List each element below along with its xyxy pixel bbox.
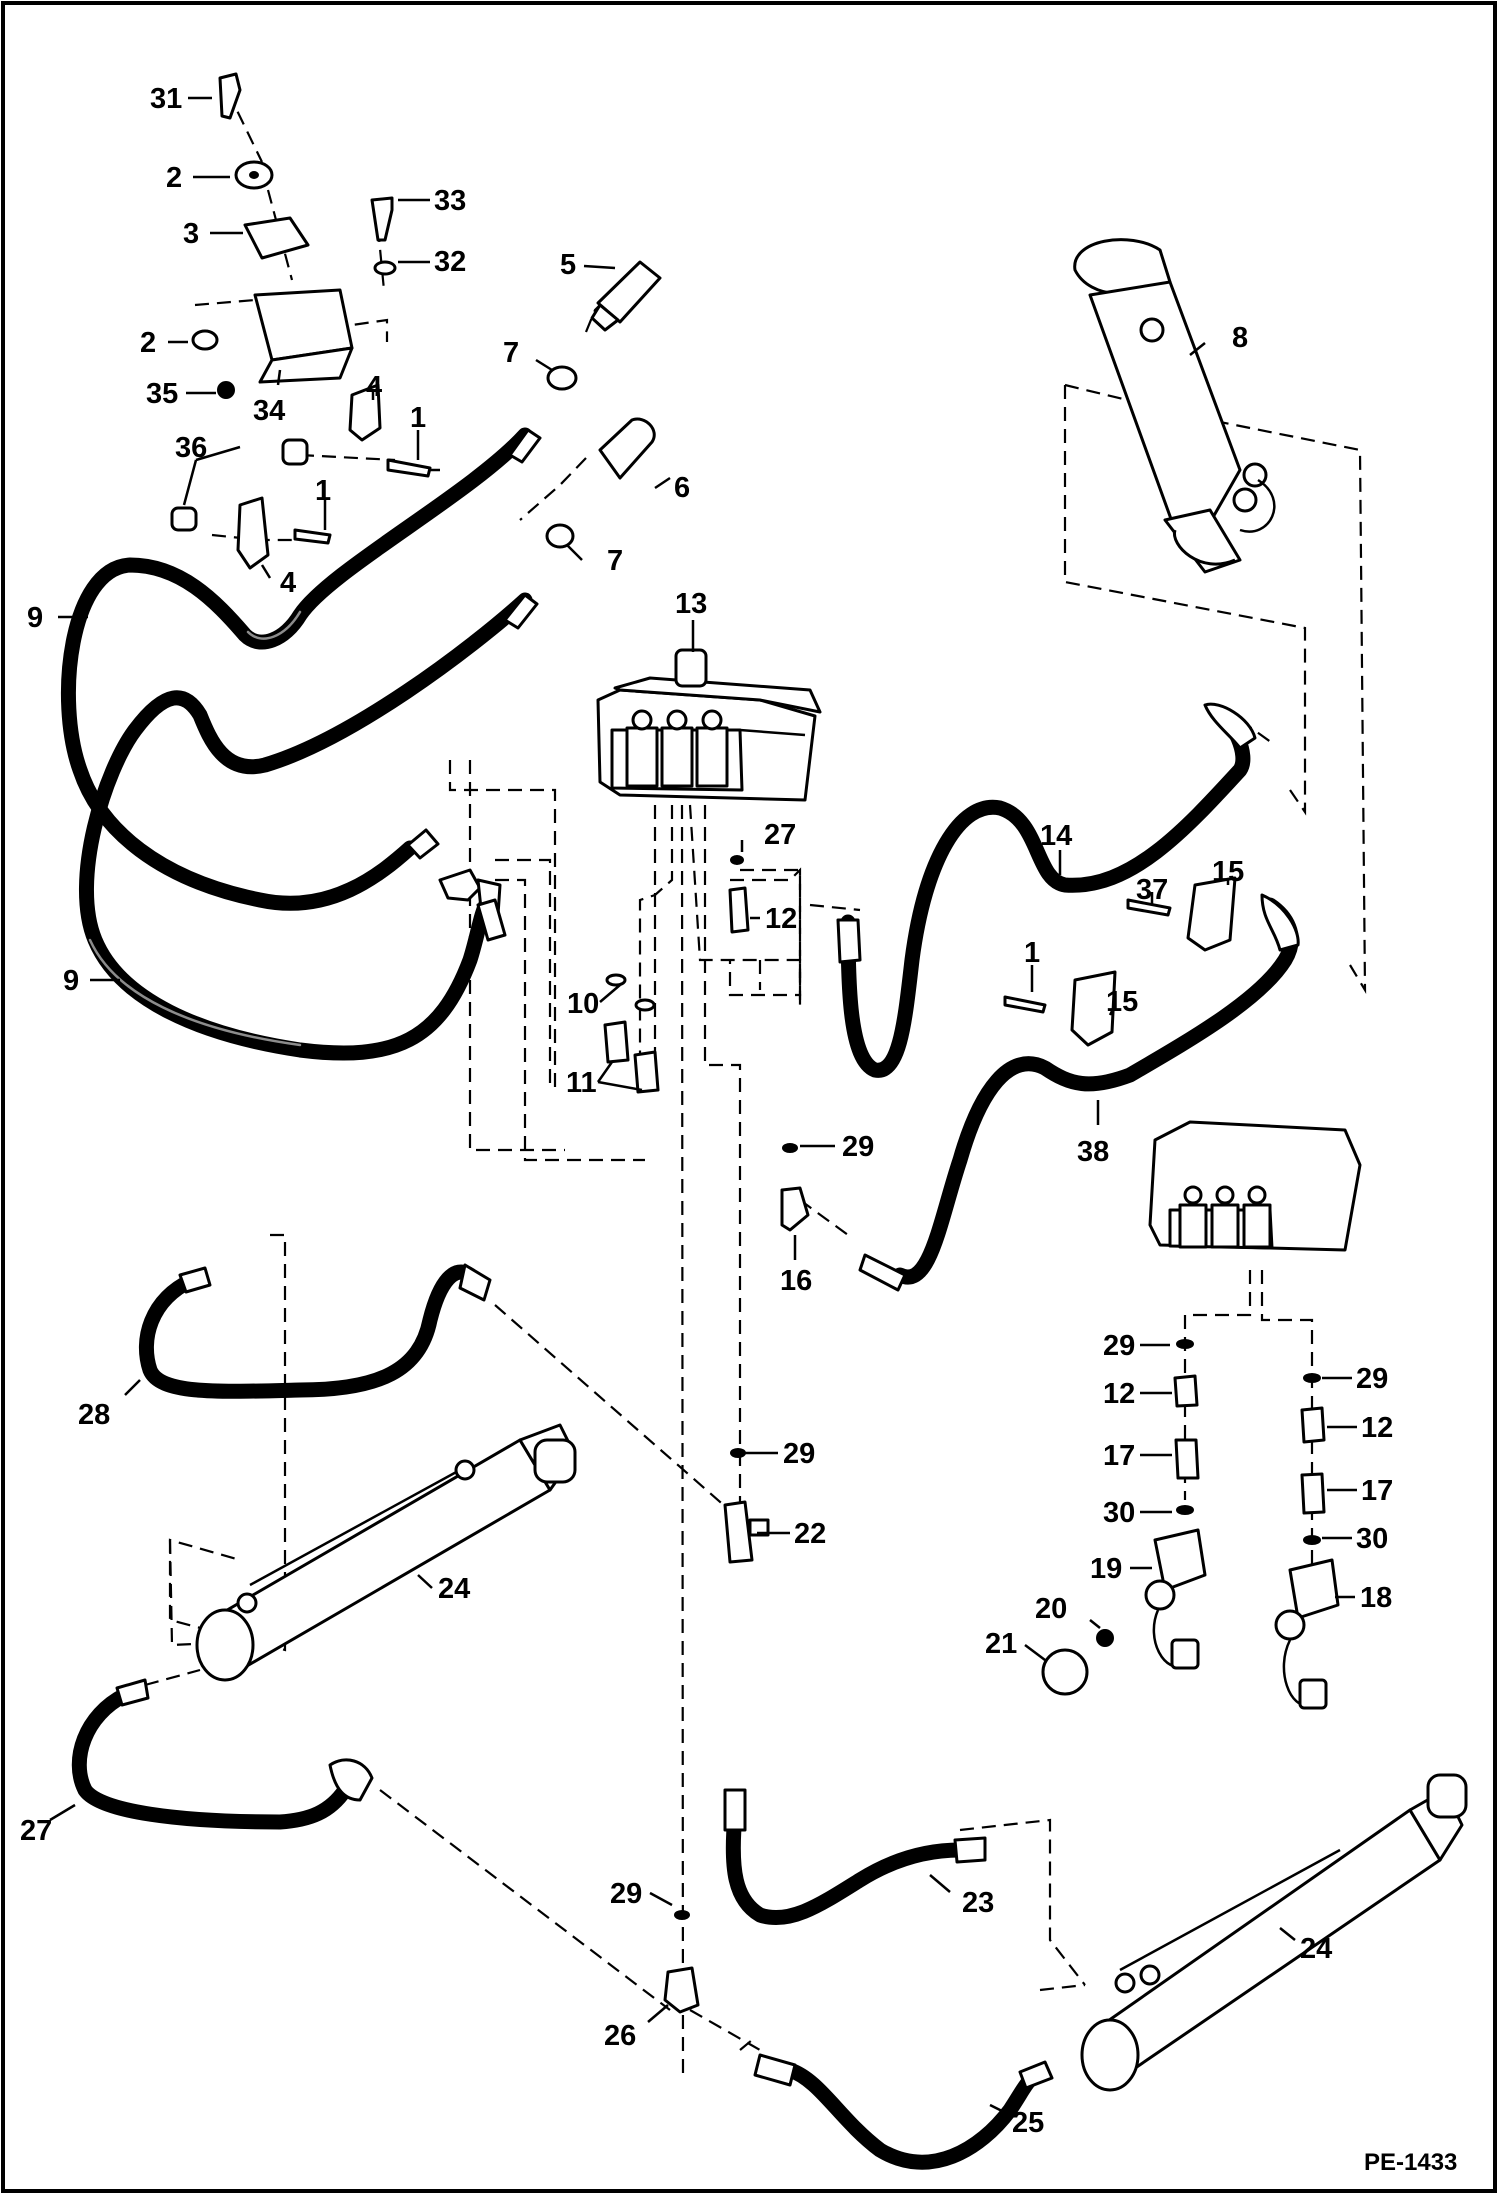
callout-34: 34 [253,395,285,427]
callout-16: 16 [780,1265,812,1297]
callout-24-right: 24 [1300,1933,1332,1965]
callout-37: 37 [1136,874,1168,906]
swing-pivot-8 [1073,238,1276,574]
callout-21: 21 [985,1628,1017,1660]
callout-11: 11 [566,1067,597,1099]
callout-9: 9 [27,602,43,634]
callout-1-right: 1 [1024,937,1040,969]
callout-17-right: 17 [1361,1475,1393,1507]
hose-9-upper [60,427,533,911]
callout-19: 19 [1090,1553,1122,1585]
callout-1-lower: 1 [315,475,331,507]
callout-8: 8 [1232,322,1248,354]
callout-25: 25 [1012,2107,1044,2139]
right-valve-fittings [1041,1339,1340,1710]
hose-25 [782,2062,1038,2170]
callout-2-lower: 2 [140,327,156,359]
callout-29-bottom: 29 [610,1878,642,1910]
callout-32: 32 [434,246,466,278]
callout-1: 1 [410,402,426,434]
callout-31: 31 [150,83,182,115]
callout-20: 20 [1035,1593,1067,1625]
callout-3: 3 [183,218,199,250]
cylinder-24-right [1080,1773,1468,2092]
callout-12: 12 [765,903,797,935]
callout-27: 27 [764,819,796,851]
hose-14 [840,707,1251,1078]
callout-5: 5 [560,249,576,281]
callout-30-right: 30 [1356,1523,1388,1555]
callout-13: 13 [675,588,707,620]
callout-35: 35 [146,378,178,410]
hoses [60,427,1299,2170]
callout-labels: 31 2 3 33 32 5 2 35 34 7 4 1 36 1 6 7 4 … [20,83,1457,2176]
hose-fittings [115,428,1300,2090]
callout-7: 7 [503,337,519,369]
callout-4-lower: 4 [280,567,296,599]
cylinder-24-left [195,1423,577,1682]
valve-block-right [1148,1120,1362,1252]
callout-30: 30 [1103,1497,1135,1529]
callout-29: 29 [842,1131,874,1163]
control-valve-13 [596,648,822,802]
callout-2: 2 [166,162,182,194]
hose-28 [139,1264,478,1399]
callout-23: 23 [962,1887,994,1919]
callout-22: 22 [794,1518,826,1550]
callout-28: 28 [78,1399,110,1431]
hose-38 [892,897,1299,1285]
callout-29-mid: 29 [783,1438,815,1470]
mounting-hardware [170,72,662,570]
callout-9-lower: 9 [63,965,79,997]
callout-24: 24 [438,1573,470,1605]
hose-23 [725,1807,968,1926]
callout-26: 26 [604,2020,636,2052]
small-fittings [476,855,810,2014]
callout-15: 15 [1212,856,1244,888]
document-id: PE-1433 [1364,2149,1457,2176]
callout-4: 4 [366,371,382,403]
callout-12-right-a: 12 [1103,1378,1135,1410]
callout-27-lower: 27 [20,1815,52,1847]
leader-lines [49,96,1357,2117]
callout-18: 18 [1360,1582,1392,1614]
hose-9-lower [78,592,533,1061]
callout-29-right-a: 29 [1103,1330,1135,1362]
callout-29-right-b: 29 [1356,1363,1388,1395]
clamps-15 [1003,876,1237,1047]
callout-36: 36 [175,432,207,464]
hose-27 [71,1687,353,1830]
callout-15-lower: 15 [1106,986,1138,1018]
callout-6: 6 [674,472,690,504]
callout-7-lower: 7 [607,545,623,577]
callout-14: 14 [1040,820,1072,852]
callout-33: 33 [434,185,466,217]
callout-38: 38 [1077,1136,1109,1168]
callout-10: 10 [567,988,599,1020]
callout-17: 17 [1103,1440,1135,1472]
callout-12-right-b: 12 [1361,1412,1393,1444]
